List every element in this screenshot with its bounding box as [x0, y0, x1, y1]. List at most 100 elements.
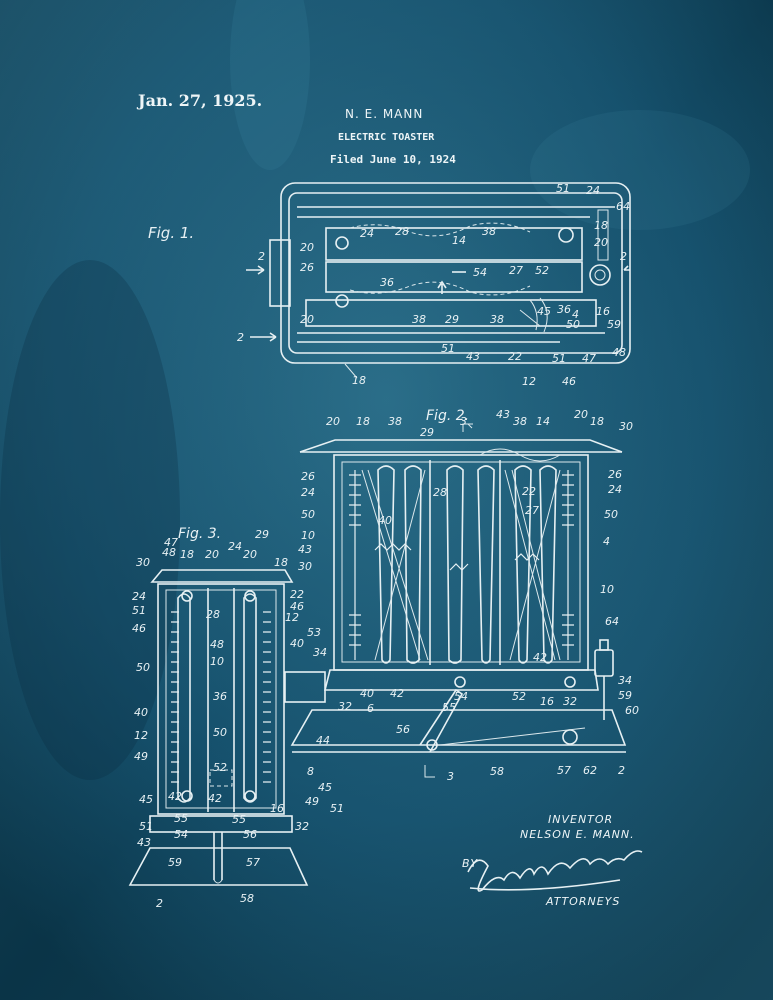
svg-text:2: 2 [237, 331, 244, 344]
svg-text:8: 8 [307, 765, 314, 778]
svg-text:57: 57 [557, 764, 571, 777]
svg-text:16: 16 [270, 802, 284, 815]
svg-text:64: 64 [616, 200, 630, 213]
svg-text:24: 24 [132, 590, 146, 603]
svg-text:20: 20 [326, 415, 340, 428]
svg-text:55: 55 [174, 812, 188, 825]
inventor-name: NELSON E. MANN. [520, 828, 635, 841]
svg-text:45: 45 [537, 305, 551, 318]
svg-text:54: 54 [454, 690, 468, 703]
svg-text:38: 38 [388, 415, 402, 428]
svg-text:6: 6 [367, 702, 374, 715]
svg-text:16: 16 [596, 305, 610, 318]
svg-text:29: 29 [420, 426, 434, 439]
svg-text:28: 28 [395, 225, 409, 238]
svg-text:50: 50 [136, 661, 150, 674]
svg-text:24: 24 [301, 486, 315, 499]
svg-text:55: 55 [442, 701, 456, 714]
figure-3-label: Fig. 3. [178, 526, 221, 542]
svg-text:36: 36 [380, 276, 394, 289]
svg-text:51: 51 [132, 604, 146, 617]
svg-text:4: 4 [572, 308, 579, 321]
svg-text:43: 43 [466, 350, 480, 363]
svg-text:54: 54 [174, 828, 188, 841]
svg-text:18: 18 [352, 374, 366, 387]
svg-text:26: 26 [301, 470, 315, 483]
svg-text:12: 12 [522, 375, 536, 388]
svg-text:51: 51 [556, 182, 570, 195]
svg-text:43: 43 [298, 543, 312, 556]
svg-text:2: 2 [620, 250, 627, 263]
svg-text:32: 32 [338, 700, 352, 713]
svg-text:10: 10 [210, 655, 224, 668]
svg-text:56: 56 [396, 723, 410, 736]
svg-text:24: 24 [360, 227, 374, 240]
svg-text:59: 59 [607, 318, 621, 331]
svg-text:43: 43 [137, 836, 151, 849]
svg-text:2: 2 [156, 897, 163, 910]
svg-text:62: 62 [583, 764, 597, 777]
svg-text:48: 48 [210, 638, 224, 651]
svg-text:42: 42 [390, 687, 404, 700]
svg-text:30: 30 [298, 560, 312, 573]
svg-text:58: 58 [240, 892, 254, 905]
by-label: BY [462, 857, 479, 870]
svg-text:20: 20 [300, 313, 314, 326]
svg-text:54: 54 [473, 266, 487, 279]
svg-text:29: 29 [255, 528, 269, 541]
svg-text:28: 28 [433, 486, 447, 499]
svg-text:18: 18 [180, 548, 194, 561]
svg-text:46: 46 [290, 600, 304, 613]
svg-text:42: 42 [168, 790, 182, 803]
svg-text:36: 36 [213, 690, 227, 703]
svg-text:2: 2 [258, 250, 265, 263]
filed-date: Filed June 10, 1924 [330, 153, 456, 166]
svg-text:30: 30 [136, 556, 150, 569]
svg-text:51: 51 [552, 352, 566, 365]
svg-text:40: 40 [360, 687, 374, 700]
svg-text:18: 18 [274, 556, 288, 569]
svg-text:27: 27 [509, 264, 523, 277]
svg-text:49: 49 [134, 750, 148, 763]
svg-text:20: 20 [205, 548, 219, 561]
svg-text:50: 50 [604, 508, 618, 521]
svg-text:38: 38 [482, 225, 496, 238]
svg-text:45: 45 [318, 781, 332, 794]
svg-text:18: 18 [590, 415, 604, 428]
patent-title: ELECTRIC TOASTER [338, 132, 435, 143]
svg-text:48: 48 [612, 346, 626, 359]
svg-text:36: 36 [557, 303, 571, 316]
svg-text:3: 3 [460, 415, 467, 428]
figure-2-label: Fig. 2. [426, 408, 469, 424]
svg-text:40: 40 [378, 514, 392, 527]
svg-text:14: 14 [536, 415, 550, 428]
svg-text:22: 22 [290, 588, 304, 601]
svg-text:12: 12 [134, 729, 148, 742]
svg-text:40: 40 [134, 706, 148, 719]
svg-text:2: 2 [618, 764, 625, 777]
svg-text:44: 44 [316, 734, 330, 747]
svg-text:47: 47 [582, 352, 596, 365]
svg-text:34: 34 [618, 674, 632, 687]
svg-text:18: 18 [356, 415, 370, 428]
svg-text:32: 32 [295, 820, 309, 833]
svg-text:32: 32 [563, 695, 577, 708]
svg-text:29: 29 [445, 313, 459, 326]
svg-text:34: 34 [313, 646, 327, 659]
svg-text:50: 50 [213, 726, 227, 739]
svg-text:28: 28 [206, 608, 220, 621]
patent-date: Jan. 27, 1925. [138, 91, 263, 110]
svg-text:20: 20 [574, 408, 588, 421]
svg-text:26: 26 [608, 468, 622, 481]
svg-text:52: 52 [535, 264, 549, 277]
svg-text:3: 3 [447, 770, 454, 783]
svg-text:22: 22 [508, 350, 522, 363]
inventor-label: INVENTOR [548, 813, 614, 826]
svg-text:24: 24 [228, 540, 242, 553]
attorneys-label: ATTORNEYS [546, 895, 621, 908]
svg-text:40: 40 [290, 637, 304, 650]
svg-text:46: 46 [562, 375, 576, 388]
